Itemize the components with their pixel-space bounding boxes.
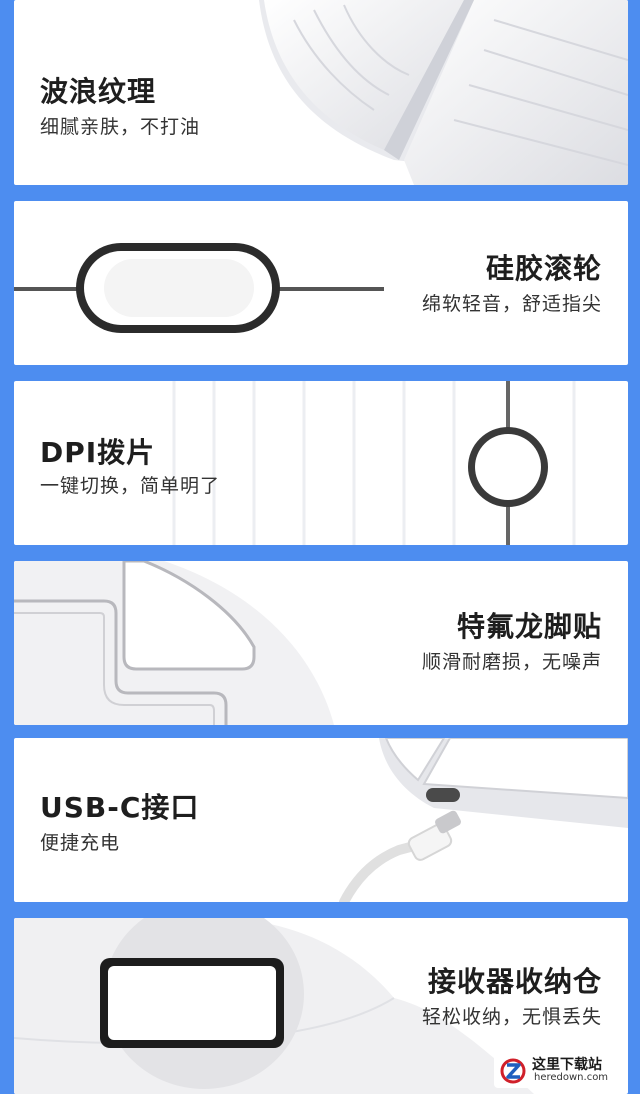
- feature-title: 接收器收纳仓: [427, 965, 602, 998]
- usb-c-image: [339, 738, 628, 902]
- feature-subtitle: 顺滑耐磨损，无噪声: [421, 651, 602, 673]
- feature-panel-dpi-switch: DPI拨片 一键切换，简单明了: [14, 381, 628, 545]
- feature-panel-usb-c: USB-C接口 便捷充电: [14, 738, 628, 902]
- feature-title: USB-C接口: [40, 791, 200, 824]
- feature-subtitle: 一键切换，简单明了: [40, 475, 221, 497]
- scroll-wheel-image: [14, 243, 384, 333]
- feature-title: 硅胶滚轮: [485, 252, 602, 285]
- watermark: 这里下载站 heredown.com: [494, 1052, 622, 1088]
- mouse-wave-texture-image: [259, 0, 628, 185]
- dpi-switch-image: [172, 381, 576, 545]
- feature-panel-wave-texture: 波浪纹理 细腻亲肤，不打油: [14, 0, 628, 185]
- feature-panel-receiver-storage: 接收器收纳仓 轻松收纳，无惧丢失 这里下载站 heredown.com: [14, 918, 628, 1094]
- feature-panel-teflon-feet: 特氟龙脚贴 顺滑耐磨损，无噪声: [14, 561, 628, 725]
- z-logo-icon: [500, 1058, 526, 1084]
- teflon-feet-image: [14, 561, 334, 725]
- watermark-url: heredown.com: [534, 1072, 609, 1083]
- feature-title: 特氟龙脚贴: [456, 610, 602, 643]
- watermark-brand: 这里下载站: [532, 1057, 602, 1073]
- feature-title: DPI拨片: [40, 436, 156, 469]
- feature-subtitle: 便捷充电: [40, 832, 121, 854]
- feature-subtitle: 绵软轻音，舒适指尖: [421, 293, 602, 315]
- feature-panel-scroll-wheel: 硅胶滚轮 绵软轻音，舒适指尖: [14, 201, 628, 365]
- feature-title: 波浪纹理: [40, 75, 157, 108]
- feature-subtitle: 细腻亲肤，不打油: [40, 116, 201, 138]
- receiver-storage-image: [14, 918, 534, 1094]
- feature-subtitle: 轻松收纳，无惧丢失: [421, 1006, 602, 1028]
